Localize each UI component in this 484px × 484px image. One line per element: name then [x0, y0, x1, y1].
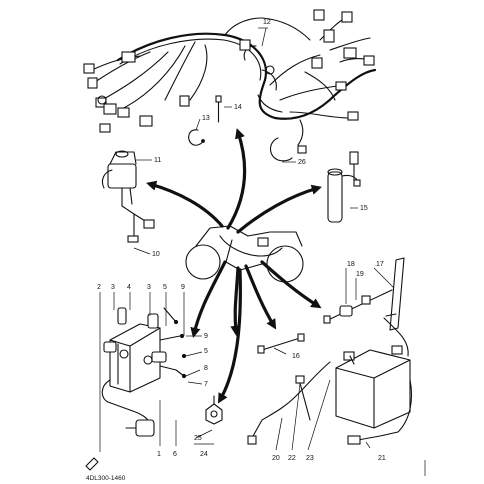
callout-22: 22: [288, 455, 296, 462]
battery-strap-17: [385, 257, 405, 331]
clamp-26: [269, 137, 293, 162]
caption-area: 4DL300-1460: [85, 457, 126, 482]
callout-18: 18: [347, 261, 355, 268]
callout-20: 20: [272, 455, 280, 462]
callout-21: 21: [378, 455, 386, 462]
callout-3b: 3: [147, 284, 151, 291]
callout-4: 4: [127, 284, 131, 291]
battery-leads: [247, 317, 413, 445]
callout-9a: 9: [181, 284, 185, 291]
callout-25: 25: [194, 435, 202, 442]
leader-lines: [99, 27, 426, 476]
callout-11: 11: [154, 157, 161, 164]
motorcycle-outline: [185, 225, 304, 283]
callout-23: 23: [306, 455, 314, 462]
callout-17: 17: [376, 261, 384, 268]
cylinder-part-15: [327, 151, 361, 223]
callout-labels: 12 13 14 26 11 15 10 2 3 4 3 5 9 9 5 8 7…: [97, 19, 386, 462]
callout-5b: 5: [204, 348, 208, 355]
callout-6: 6: [173, 451, 177, 458]
callout-13: 13: [202, 115, 210, 122]
arrows: [146, 128, 322, 404]
callout-26: 26: [298, 159, 306, 166]
battery: [335, 345, 411, 429]
clamp-13: [188, 129, 205, 146]
callout-1: 1: [157, 451, 161, 458]
callout-7: 7: [204, 381, 208, 388]
callout-8: 8: [204, 365, 208, 372]
wire-harness: [83, 9, 377, 154]
diagram-code: 4DL300-1460: [86, 475, 126, 482]
callout-24: 24: [200, 451, 208, 458]
callout-2: 2: [97, 284, 101, 291]
cable-16: [257, 333, 305, 354]
fuse-holder: [323, 289, 393, 324]
callout-15: 15: [360, 205, 368, 212]
bolt-14: [215, 95, 222, 123]
callout-19: 19: [356, 271, 364, 278]
callout-9b: 9: [204, 333, 208, 340]
callout-14: 14: [234, 104, 242, 111]
regulator-assembly: [101, 307, 187, 437]
callout-10: 10: [152, 251, 160, 258]
callout-12: 12: [263, 19, 271, 26]
ignition-coil: [101, 150, 155, 243]
callout-5a: 5: [163, 284, 167, 291]
callout-16: 16: [292, 353, 300, 360]
sensor-24: [205, 395, 223, 425]
callout-3a: 3: [111, 284, 115, 291]
